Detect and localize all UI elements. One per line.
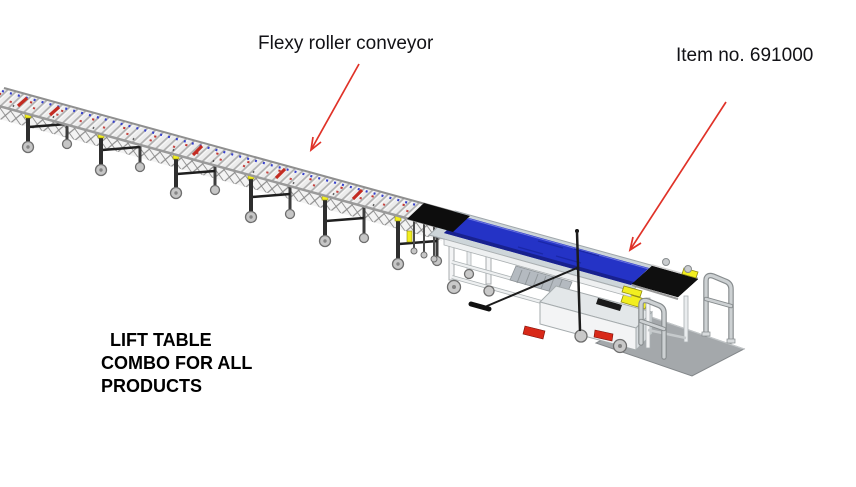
lift-note-line-2: COMBO FOR ALL — [101, 353, 253, 373]
lever-grip — [468, 301, 492, 312]
base-clamp — [596, 298, 622, 311]
outfeed-near-rail — [631, 284, 679, 300]
roller-bed — [0, 88, 458, 228]
blue-belt-near-edge — [444, 230, 634, 285]
label-lift-table-note: LIFT TABLE COMBO FOR ALL PRODUCTS — [101, 329, 252, 398]
blue-belt — [444, 216, 649, 285]
conveyor-casters — [21, 138, 443, 271]
folded-scissor-casters — [410, 247, 438, 263]
annotation-arrows — [309, 63, 727, 252]
blue-belt-highlight — [461, 216, 650, 270]
lift-note-line-3: PRODUCTS — [101, 376, 203, 396]
outfeed-cross-bar — [647, 328, 687, 340]
control-lever — [468, 229, 582, 332]
leg-cross-bars — [28, 122, 438, 246]
lift-note-line-1: LIFT TABLE — [110, 330, 212, 350]
front-legs — [26, 112, 400, 260]
red-foot-pedals — [522, 325, 614, 342]
transfer-plate — [407, 203, 470, 232]
outfeed-leg-rear — [683, 295, 689, 343]
near-rail — [0, 105, 443, 230]
caster-hubs — [26, 145, 400, 266]
arrow-item-number — [628, 101, 727, 252]
far-rail — [3, 87, 459, 214]
scissor-lattice — [0, 107, 442, 241]
deck-side-rail — [443, 238, 632, 298]
safety-railing-right — [701, 272, 736, 344]
base-caster-hub — [618, 344, 622, 348]
arrow-flexy-conveyor — [309, 63, 360, 153]
label-item-number: Item no. 691000 — [676, 45, 814, 66]
label-flexy-roller-conveyor: Flexy roller conveyor — [258, 33, 434, 54]
safety-railing-left — [638, 297, 667, 360]
table-casters — [446, 268, 495, 297]
railing-base-plate-2 — [726, 338, 736, 344]
far-side-rollers — [662, 258, 692, 273]
outfeed-black-belt — [631, 265, 699, 298]
railing-base-plate — [701, 331, 711, 337]
table-caster-hub — [452, 285, 456, 289]
flexy-roller-conveyor — [0, 87, 459, 271]
red-rollers — [16, 96, 364, 201]
